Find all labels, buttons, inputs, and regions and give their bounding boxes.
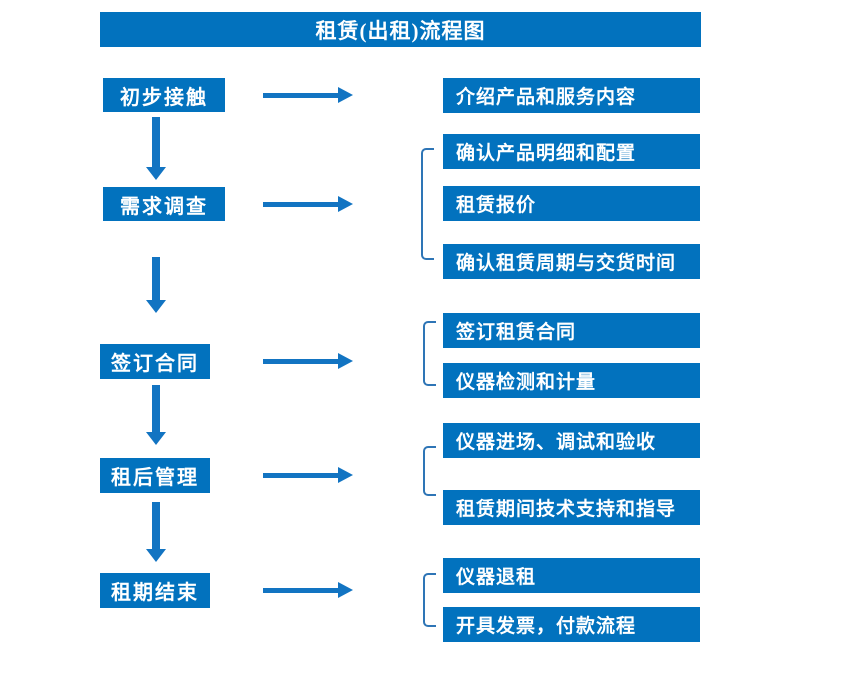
right-arrow-row2 xyxy=(263,196,353,212)
output-box-instrument-entry-debug-acceptance: 仪器进场、调试和验收 xyxy=(443,423,700,458)
arrow-head-icon xyxy=(338,467,353,483)
stage-label: 初步接触 xyxy=(120,86,208,109)
flowchart-title-bar: 租赁(出租)流程图 xyxy=(100,12,701,47)
output-label: 签订租赁合同 xyxy=(456,322,577,343)
arrow-head-icon xyxy=(146,300,166,313)
output-box-confirm-details-config: 确认产品明细和配置 xyxy=(443,134,700,169)
arrow-head-icon xyxy=(338,196,353,212)
stage-label: 租后管理 xyxy=(111,467,199,489)
arrow-shaft xyxy=(263,359,339,364)
output-label: 租赁期间技术支持和指导 xyxy=(456,499,677,520)
output-box-invoice-payment: 开具发票，付款流程 xyxy=(443,607,700,642)
arrow-head-icon xyxy=(146,549,166,562)
output-label: 租赁报价 xyxy=(456,195,537,216)
output-box-sign-rental-contract: 签订租赁合同 xyxy=(443,313,700,348)
right-arrow-row1 xyxy=(263,87,353,103)
right-arrow-row5 xyxy=(263,582,353,598)
stage-box-sign-contract: 签订合同 xyxy=(100,344,210,379)
arrow-shaft xyxy=(152,117,160,169)
output-label: 仪器退租 xyxy=(456,567,537,588)
output-box-rental-quote: 租赁报价 xyxy=(443,186,700,221)
output-box-tech-support-guidance: 租赁期间技术支持和指导 xyxy=(443,490,700,525)
bracket-stage2-outputs xyxy=(421,148,434,260)
output-box-instrument-testing-metering: 仪器检测和计量 xyxy=(443,363,700,398)
arrow-head-icon xyxy=(338,353,353,369)
down-arrow-4 xyxy=(146,502,166,562)
right-arrow-row4 xyxy=(263,467,353,483)
output-label: 介绍产品和服务内容 xyxy=(456,87,637,108)
output-box-confirm-period-delivery: 确认租赁周期与交货时间 xyxy=(443,244,700,279)
stage-box-initial-contact: 初步接触 xyxy=(103,78,225,112)
stage-box-lease-end: 租期结束 xyxy=(100,573,210,608)
output-label: 确认租赁周期与交货时间 xyxy=(456,253,677,274)
output-box-introduce-products: 介绍产品和服务内容 xyxy=(443,78,700,113)
stage-box-demand-survey: 需求调查 xyxy=(103,187,225,221)
arrow-shaft xyxy=(152,257,160,302)
output-label: 确认产品明细和配置 xyxy=(456,143,637,164)
bracket-stage4-outputs xyxy=(423,446,436,496)
arrow-shaft xyxy=(152,502,160,551)
output-label: 仪器检测和计量 xyxy=(456,372,597,393)
arrow-shaft xyxy=(263,202,339,207)
arrow-shaft xyxy=(263,93,339,98)
output-label: 仪器进场、调试和验收 xyxy=(456,432,657,453)
arrow-head-icon xyxy=(146,432,166,445)
arrow-shaft xyxy=(263,473,339,478)
bracket-stage5-outputs xyxy=(423,573,436,627)
stage-label: 需求调查 xyxy=(120,195,208,218)
stage-box-post-rental-management: 租后管理 xyxy=(100,458,210,493)
output-box-instrument-return: 仪器退租 xyxy=(443,558,700,593)
stage-label: 签订合同 xyxy=(111,353,199,375)
down-arrow-2 xyxy=(146,257,166,313)
flowchart-title: 租赁(出租)流程图 xyxy=(315,18,486,43)
down-arrow-3 xyxy=(146,385,166,445)
right-arrow-row3 xyxy=(263,353,353,369)
arrow-shaft xyxy=(263,588,339,593)
down-arrow-1 xyxy=(146,117,166,180)
stage-label: 租期结束 xyxy=(111,582,199,604)
arrow-head-icon xyxy=(338,87,353,103)
bracket-stage3-outputs xyxy=(423,321,436,386)
arrow-head-icon xyxy=(338,582,353,598)
output-label: 开具发票，付款流程 xyxy=(456,616,637,637)
arrow-shaft xyxy=(152,385,160,434)
arrow-head-icon xyxy=(146,167,166,180)
